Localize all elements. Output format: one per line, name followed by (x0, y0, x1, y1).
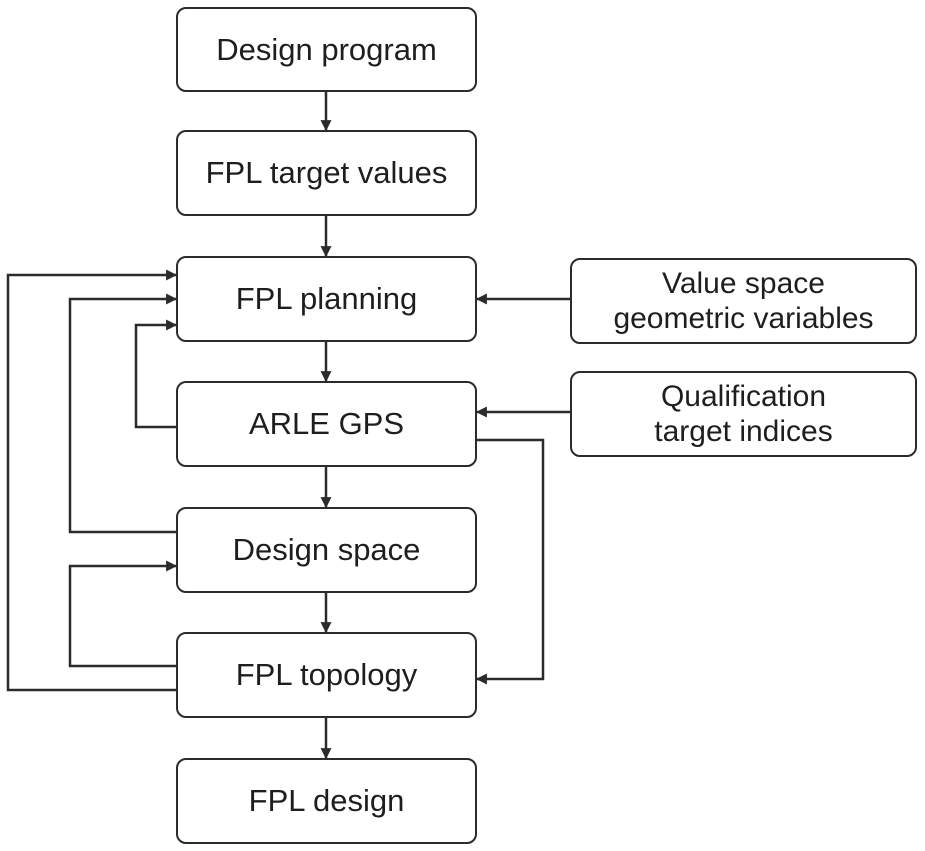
qualification-box: Qualification target indices (570, 371, 917, 457)
qualification-label-line2: target indices (654, 415, 833, 448)
feedback-topology-to-planning-outer (6, 269, 178, 692)
qualification-label-line1: Qualification (660, 379, 827, 413)
fpl-target-values-box: FPL target values (176, 130, 477, 216)
feedback-topology-to-design-space (68, 560, 178, 668)
feedback-design-space-to-planning (68, 293, 178, 534)
fpl-topology-box: FPL topology (176, 632, 477, 718)
value-space-label-line1: Value space (662, 266, 825, 300)
fpl-target-values-label: FPL target values (205, 155, 448, 191)
fpl-design-box: FPL design (176, 758, 477, 844)
connector-arle-to-topology (475, 438, 545, 685)
value-space-box: Value space geometric variables (570, 258, 917, 344)
design-space-label: Design space (232, 532, 421, 568)
arle-gps-box: ARLE GPS (176, 381, 477, 467)
fpl-topology-label: FPL topology (235, 657, 418, 693)
design-program-label: Design program (216, 31, 437, 67)
fpl-planning-label: FPL planning (235, 281, 418, 317)
value-space-label-line2: geometric variables (613, 302, 874, 335)
design-program-box: Design program (176, 7, 477, 92)
feedback-arle-to-planning (134, 319, 178, 429)
design-space-box: Design space (176, 507, 477, 593)
arle-gps-label: ARLE GPS (248, 406, 405, 442)
fpl-design-label: FPL design (248, 783, 405, 819)
fpl-planning-box: FPL planning (176, 256, 477, 342)
